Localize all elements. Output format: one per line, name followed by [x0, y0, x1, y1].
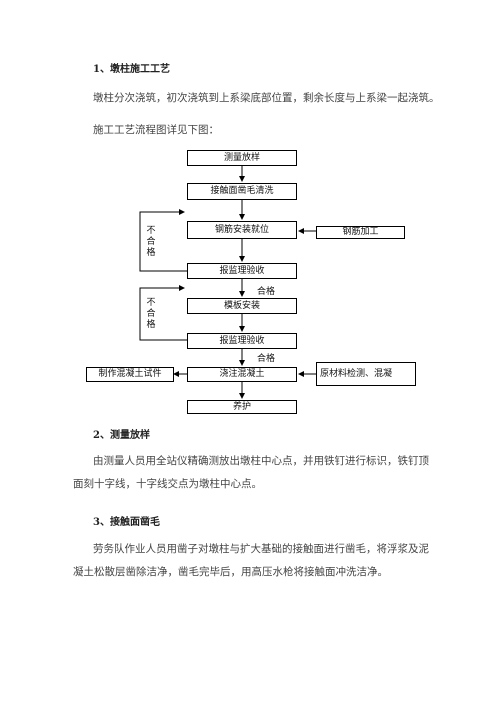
fail-label-1: 不合格 — [146, 226, 156, 258]
flow-step-chiseling: 接触面凿毛清洗 — [187, 183, 297, 200]
fail-label-2: 不合格 — [146, 298, 156, 330]
flow-step-survey: 测量放样 — [187, 150, 297, 166]
flow-step-formwork: 模板安装 — [187, 298, 297, 314]
section-3-heading: 3、接触面凿毛 — [93, 517, 160, 528]
section-2-heading: 2、测量放样 — [93, 430, 150, 441]
section-3-line-2: 凝土松散层凿除洁净，凿毛完毕后，用高压水枪将接触面冲洗洁净。 — [73, 566, 388, 578]
flow-side-material-test: 原材料检测、混凝 — [316, 362, 416, 386]
section-2-line-1: 由测量人员用全站仪精确测放出墩柱中心点，并用铁钉进行标识，铁钉顶 — [93, 455, 429, 467]
fail-loop-1 — [139, 209, 187, 272]
section-1-paragraph: 墩柱分次浇筑，初次浇筑到上系梁底部位置，剩余长度与上系梁一起浇筑。 — [93, 92, 440, 104]
flow-side-rebar-processing: 钢筋加工 — [316, 226, 405, 239]
flowchart-intro: 施工工艺流程图详见下图： — [93, 124, 219, 136]
fail-loop-2 — [139, 285, 187, 341]
flow-step-concrete-pour: 浇注混凝土 — [187, 367, 297, 382]
section-3-line-1: 劳务队作业人员用凿子对墩柱与扩大基础的接触面进行凿毛，将浮浆及泥 — [93, 543, 429, 555]
section-2-line-2: 面刻十字线，十字线交点为墩柱中心点。 — [73, 478, 262, 490]
flow-step-inspection-2: 报监理验收 — [187, 333, 297, 349]
pass-label-2: 合格 — [257, 354, 276, 364]
flow-step-inspection-1: 报监理验收 — [187, 263, 297, 279]
flow-side-test-specimen: 制作混凝土试件 — [86, 367, 174, 382]
section-1-heading: 1、墩柱施工工艺 — [93, 64, 170, 75]
flow-step-rebar-install: 钢筋安装就位 — [187, 221, 297, 239]
pass-label-1: 合格 — [257, 287, 276, 297]
flow-step-curing: 养护 — [187, 400, 297, 414]
